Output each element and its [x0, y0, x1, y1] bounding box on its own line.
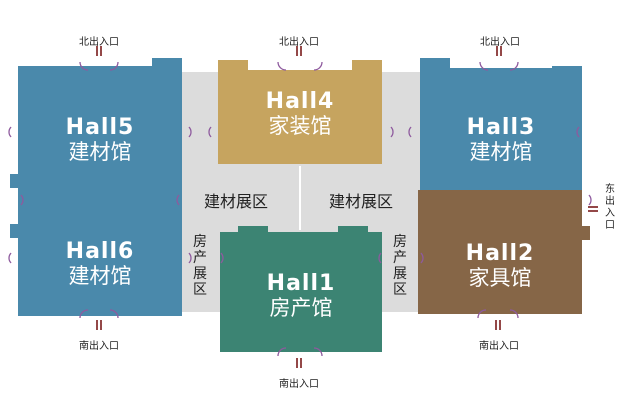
hall5-roof-block: [18, 66, 88, 76]
zone-property-left: 房 产 展 区: [192, 234, 208, 298]
south-door-1-door: [109, 309, 119, 319]
entrance-south-right[interactable]: 南出入口: [479, 341, 519, 352]
corridor-floor-center: [222, 164, 382, 232]
side-door-8-door: [408, 126, 412, 138]
hall1-label: Hall1 房产馆: [220, 271, 382, 321]
zone-building-left: 建材展区: [204, 192, 269, 211]
hall4-roof-left: [218, 60, 248, 72]
hall5-type: 建材馆: [68, 140, 132, 164]
entrance-north-left[interactable]: 北出入口: [79, 37, 119, 48]
hall5-side-ledge: [10, 174, 20, 188]
entrance-north-right[interactable]: 北出入口: [480, 37, 520, 48]
hall5-name: Hall5: [65, 115, 135, 140]
zone-property-right-char: 房: [393, 234, 407, 250]
hall6-label: Hall6 建材馆: [18, 239, 182, 289]
zone-property-left-char: 房: [193, 234, 207, 250]
zone-building-right: 建材展区: [329, 192, 394, 211]
side-door-1-door: [20, 194, 24, 206]
zone-property-left-char: 展: [193, 266, 207, 282]
hall3-building[interactable]: Hall3 建材馆: [420, 68, 582, 190]
north-door-3-door: [313, 61, 323, 71]
hall6-name: Hall6: [65, 239, 135, 264]
south-door-0-door: [79, 309, 89, 319]
north-door-1-door: [109, 61, 119, 71]
entrance-south-left[interactable]: 南出入口: [79, 341, 119, 352]
hall1-roof-right: [338, 226, 368, 234]
hall1-name: Hall1: [266, 271, 336, 296]
zone-property-right: 房 产 展 区: [392, 234, 408, 298]
zone-property-left-char: 区: [193, 282, 207, 298]
south-door-4-door: [277, 347, 287, 357]
side-door-10-door: [378, 252, 382, 264]
hall4-building[interactable]: Hall4 家装馆: [218, 70, 382, 164]
zone-property-right-char: 展: [393, 266, 407, 282]
north-door-0-door: [79, 61, 89, 71]
hall1-building[interactable]: Hall1 房产馆: [220, 232, 382, 352]
hall6-type: 建材馆: [68, 264, 132, 288]
side-door-4-door: [176, 194, 180, 206]
side-door-0-door: [8, 126, 12, 138]
side-door-3-door: [188, 126, 192, 138]
corridor-divider: [299, 166, 301, 230]
hall6-building[interactable]: Hall6 建材馆: [18, 226, 182, 316]
hall4-label: Hall4 家装馆: [218, 89, 382, 139]
side-door-9-door: [420, 252, 424, 264]
hall2-east-ledge: [582, 226, 590, 240]
hall3-roof-left: [420, 58, 450, 70]
north-door-5-door: [509, 61, 519, 71]
hall6-side-ledge: [10, 224, 20, 238]
entrance-east-char: 口: [605, 220, 615, 231]
hall2-label: Hall2 家具馆: [418, 241, 582, 291]
corridor-floor-right: [382, 72, 420, 312]
entrance-east-char: 入: [605, 208, 615, 219]
entrance-south-center[interactable]: 南出入口: [279, 379, 319, 390]
hall4-name: Hall4: [265, 89, 335, 114]
hall1-roof-left: [238, 226, 268, 234]
zone-property-left-char: 产: [193, 250, 207, 266]
hall2-building[interactable]: Hall2 家具馆: [418, 190, 582, 314]
hall3-label: Hall3 建材馆: [420, 115, 582, 165]
north-door-2-door: [277, 61, 287, 71]
hall5-6-connector: [18, 188, 182, 226]
zone-property-right-char: 区: [393, 282, 407, 298]
entrance-north-center[interactable]: 北出入口: [279, 37, 319, 48]
hall4-roof-right: [352, 60, 382, 72]
hall3-type: 建材馆: [469, 140, 533, 164]
hall1-type: 房产馆: [269, 296, 333, 320]
hall3-name: Hall3: [466, 115, 536, 140]
south-door-5-door: [313, 347, 323, 357]
side-door-6-door: [208, 126, 212, 138]
entrance-east[interactable]: 东 出 入 口: [604, 184, 616, 232]
hall5-label: Hall5 建材馆: [18, 115, 182, 165]
hall2-type: 家具馆: [468, 266, 532, 290]
hall4-type: 家装馆: [268, 114, 332, 138]
hall2-name: Hall2: [465, 241, 535, 266]
side-door-2-door: [8, 252, 12, 264]
hall5-roof-tab: [152, 58, 182, 68]
side-door-7-door: [390, 126, 394, 138]
entrance-east-char: 东: [605, 184, 615, 195]
side-door-12-door: [576, 126, 580, 138]
south-door-3-door: [509, 309, 519, 319]
side-door-5-door: [188, 252, 192, 264]
hall3-roof-right: [552, 66, 582, 70]
zone-property-right-char: 产: [393, 250, 407, 266]
south-door-2-door: [477, 309, 487, 319]
entrance-east-char: 出: [605, 196, 615, 207]
side-door-13-door: [588, 194, 592, 206]
side-door-11-door: [220, 252, 224, 264]
north-door-4-door: [479, 61, 489, 71]
corridor-floor-left: [182, 72, 222, 312]
